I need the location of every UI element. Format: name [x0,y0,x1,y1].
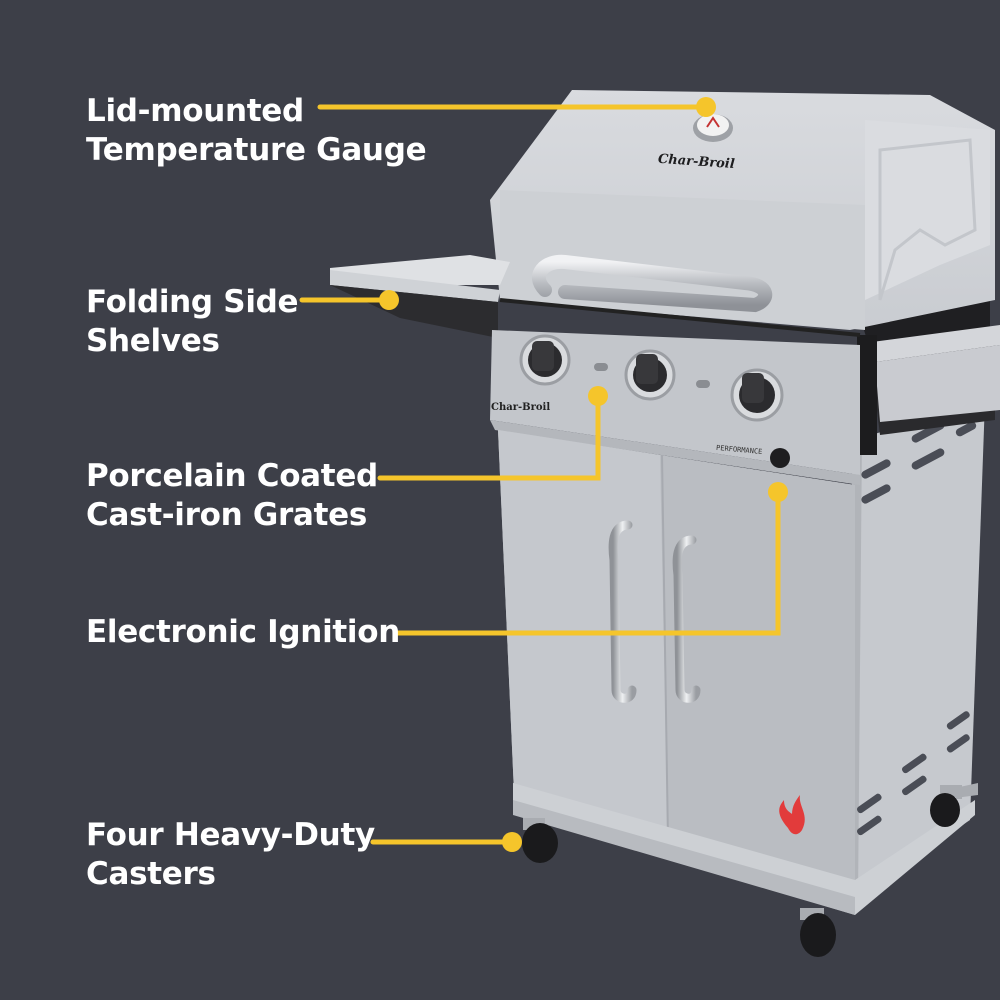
callout-text-line: Lid-mounted [86,93,304,129]
svg-text:Char-Broil: Char-Broil [491,402,550,413]
burner-knob [730,368,784,422]
electronic-igniter-button [770,448,790,468]
callout-text-line: Cast-iron Grates [86,497,368,533]
caster-wheel [800,908,836,957]
callout-text-line: Shelves [86,323,220,359]
callout-label-side-shelves: Folding Side Shelves [86,283,299,361]
lid-brand-logo: Char-Broil [657,152,735,172]
callout-text-line: Casters [86,856,216,892]
callout-text-line: Folding Side [86,284,299,320]
temperature-gauge [693,114,733,142]
callout-text-line: Temperature Gauge [86,132,427,168]
callout-text-line: Porcelain Coated [86,458,378,494]
callout-label-ignition: Electronic Ignition [86,613,400,652]
burner-knob [519,334,571,386]
lid-handle [532,254,773,313]
callout-label-grates: Porcelain Coated Cast-iron Grates [86,457,378,535]
callout-text-line: Electronic Ignition [86,614,401,650]
callout-label-casters: Four Heavy-Duty Casters [86,816,375,894]
callout-label-temperature-gauge: Lid-mounted Temperature Gauge [86,92,427,170]
flame-logo-icon [779,795,805,835]
callout-text-line: Four Heavy-Duty [86,817,375,853]
caster-wheel [522,818,558,863]
burner-knob [624,349,676,401]
caster-wheel [930,783,978,827]
cabinet-side-panel [850,400,985,905]
base-frame [513,783,975,915]
left-side-shelf [330,255,510,338]
